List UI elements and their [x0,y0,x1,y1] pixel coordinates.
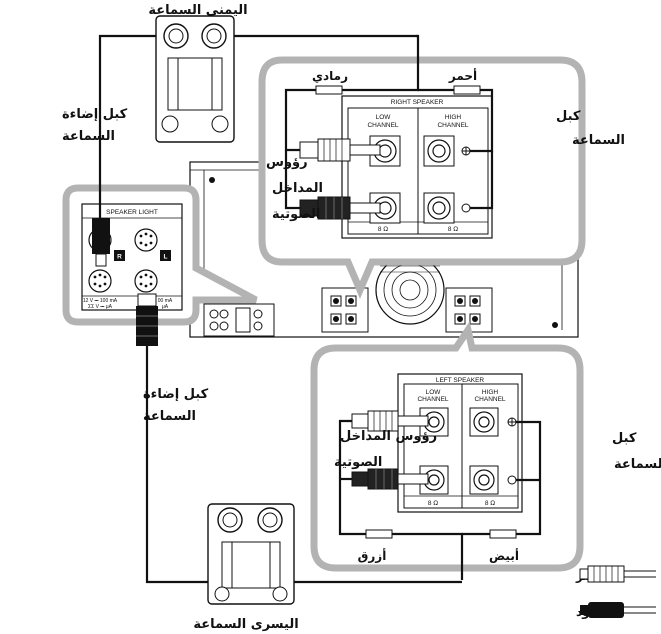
light-socket-l-bottom [134,269,158,293]
label-left-speaker: اليسرى السماعة [193,617,298,632]
spec-right-line1: 00 mA [158,298,173,304]
label-blue: أزرق [358,548,387,563]
left-high-channel-line2: CHANNEL [474,396,505,403]
label-light-cable-bottom-1: كبل إضاءة [143,387,209,402]
right-high-channel-line2: CHANNEL [437,122,468,129]
left-speaker-callout: LEFT SPEAKER LOW CHANNEL HIGH CHANNEL 8 … [310,321,584,580]
label-light-cable-top-2: السماعة [62,129,115,144]
label-speaker-cable-top-1: كبل [556,109,581,124]
right-red-plug [299,138,381,162]
right-high-channel-line1: HIGH [445,114,462,121]
label-speaker-cable-top-2: السماعة [572,133,625,148]
right-low-ohm: 8 Ω [378,226,388,233]
light-connector-bottom [136,293,158,346]
label-speaker-cable-bottom-2: السماعة [614,457,661,472]
spec-right-line2: μΑ [162,304,169,310]
left-speaker [207,503,295,605]
label-right-speaker: اليمنى السماعة [148,3,247,18]
left-low-ohm: 8 Ω [428,500,438,507]
right-low-channel-line2: CHANNEL [367,122,398,129]
left-red-plug [351,410,429,432]
right-high-ohm: 8 Ω [448,226,458,233]
spec-left-line2: ΣΣ V ⎓ μΑ [88,304,113,310]
left-black-plug [351,468,429,490]
speaker-light-callout: SPEAKER LIGHT R L 12 V ⎓ 100 mA ΣΣ V ⎓ μ… [62,184,258,346]
right-low-channel-line1: LOW [376,114,392,121]
legend-black: : أسود [576,602,656,620]
spec-left-line1: 12 V ⎓ 100 mA [83,298,118,304]
label-light-cable-top-1: كبل إضاءة [62,107,128,122]
light-connector-top [92,218,110,267]
left-high-channel-line1: HIGH [482,389,499,396]
label-grey: رمادي [312,69,348,83]
label-input-plugs-bottom-2: الصوتية [334,455,382,470]
right-high-socket-top [423,135,471,167]
right-speaker-title: RIGHT SPEAKER [391,99,444,106]
label-light-cable-bottom-2: السماعة [143,409,196,424]
legend-red: : أحمر [575,565,656,583]
unit-left-terminal [445,287,493,333]
left-low-channel-line1: LOW [426,389,442,396]
left-high-socket-bottom [469,465,517,495]
badge-r: R [117,254,122,261]
label-red-top: أحمر [448,68,477,83]
light-socket-r-bottom [88,269,112,293]
left-high-ohm: 8 Ω [485,500,495,507]
unit-light-sockets [203,303,275,337]
right-speaker [155,15,235,143]
label-white: أبيض [489,548,519,563]
left-high-socket-top [469,407,517,437]
label-input-plugs-bottom-1: رؤوس المداخل [340,429,437,444]
speaker-light-title: SPEAKER LIGHT [106,209,158,216]
label-input-plugs-top-1: رؤوس [266,155,308,170]
left-low-channel-line2: CHANNEL [417,396,448,403]
label-input-plugs-top-3: الصوتية [272,207,320,222]
right-high-socket-bottom [423,192,471,224]
badge-l: L [164,254,168,261]
fan-grille [375,255,445,325]
label-input-plugs-top-2: المداخل [272,181,323,196]
label-speaker-cable-bottom-1: كبل [612,431,637,446]
light-socket-l-top [134,228,158,252]
right-black-plug [299,196,381,220]
right-speaker-callout: RIGHT SPEAKER LOW CHANNEL HIGH CHANNEL 8… [258,34,586,299]
left-speaker-title: LEFT SPEAKER [436,377,485,384]
